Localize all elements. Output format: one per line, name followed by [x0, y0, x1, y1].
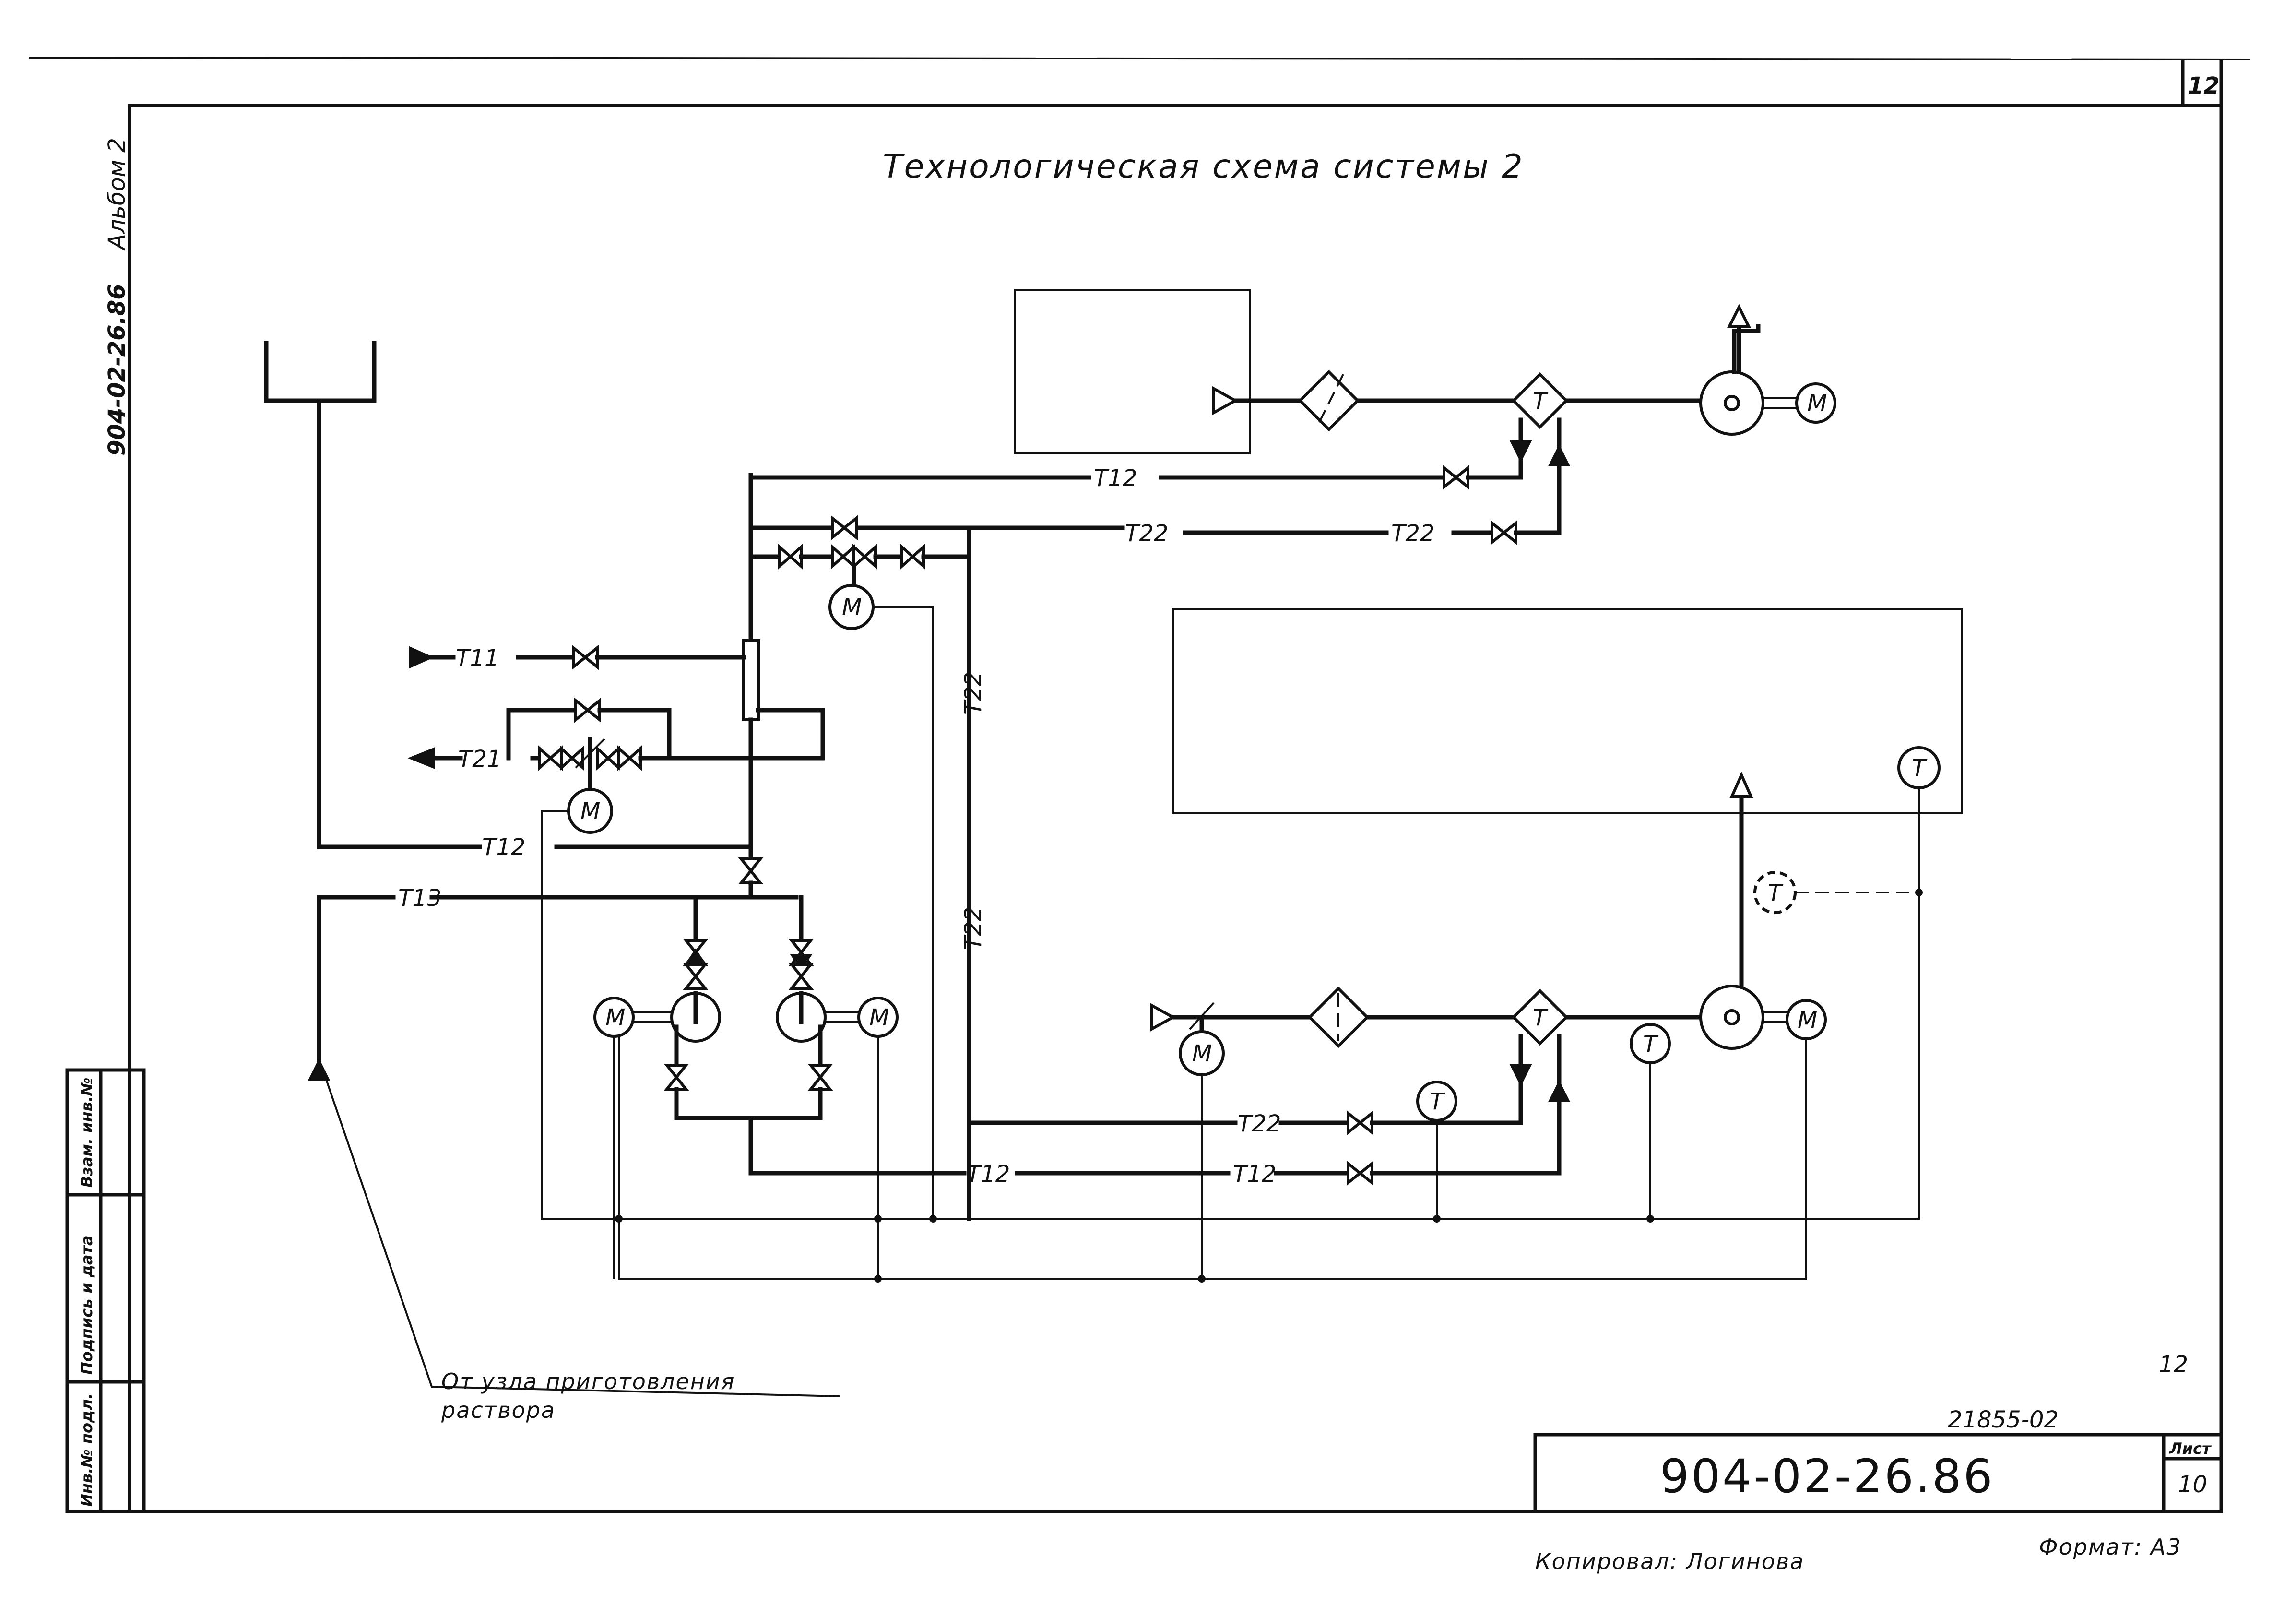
pipe-label-t12-upper: Т12: [1094, 465, 1137, 492]
source-note-line1: От узла приготовления: [441, 1368, 735, 1394]
pipe-t13: [308, 895, 804, 1081]
fan-upper: M: [1699, 304, 1836, 436]
thermometer-room: T: [933, 746, 1941, 1220]
solution-tank: [264, 341, 753, 849]
pump-left: M: [593, 939, 823, 1120]
pipe-label-t21: Т21: [458, 746, 501, 773]
fan-lower: M: [618, 771, 1827, 1280]
motor-symbol: M: [1798, 1007, 1817, 1034]
thermo-symbol: T: [1533, 1004, 1549, 1031]
pipe-label-t12-tank: Т12: [482, 834, 525, 861]
pump-right: M: [776, 939, 899, 1120]
pipe-t22-upper: [748, 444, 1571, 546]
stamp-signature-date: Подпись и дата: [78, 1235, 96, 1375]
thermo-symbol: T: [1430, 1088, 1445, 1115]
pipe-t12-upper: [748, 439, 1532, 490]
drawing-frame: [28, 57, 2250, 1513]
motor-lower-damper: M: [1179, 1015, 1225, 1279]
motor-symbol: M: [869, 1004, 889, 1031]
page-title: Технологическая схема системы 2: [883, 148, 1524, 186]
mixing-valve-upper: [748, 515, 971, 1221]
order-number: 21855-02: [1948, 1406, 2059, 1433]
album-number-rotated: 904-02-26.86: [104, 284, 130, 456]
thermometer-t22-lower: T: [1416, 1081, 1457, 1219]
air-handler-box-lower: [1172, 608, 1963, 814]
motor-symbol: M: [1192, 1040, 1212, 1067]
sheet-number-hand: 12: [2159, 1351, 2188, 1378]
pipe-label-t22-upper-a: Т22: [1125, 520, 1168, 547]
source-note: [325, 1079, 840, 1397]
pipe-label-t12-lower-a: Т12: [967, 1161, 1010, 1188]
source-note-line2: раствора: [441, 1397, 556, 1423]
main-riser: [738, 473, 764, 900]
motor-upper-valve: M: [542, 584, 934, 1220]
title-block: 904-02-26.86 Лист 10: [1533, 1433, 2223, 1513]
thermo-symbol: T: [1768, 880, 1784, 906]
stamp-code: 904-02-26.86: [1660, 1450, 1995, 1503]
upper-air-line: T: [1212, 369, 1703, 449]
format-label: Формат: А3: [2039, 1534, 2181, 1560]
pipe-t22-lower: [967, 1064, 1532, 1136]
pipe-t12-lower: [748, 1080, 1571, 1186]
thermo-symbol: T: [1533, 388, 1549, 415]
motor-t21-valve: M: [541, 788, 619, 1220]
air-handler-box-upper: [1014, 289, 1251, 454]
pipe-t21-outlet: [407, 697, 825, 794]
thermometer-supply-air: T: [1753, 871, 1919, 914]
side-stamp: Взам. инв.№ Подпись и дата Инв.№ подл.: [65, 1068, 146, 1513]
stamp-list-value: 10: [2178, 1471, 2207, 1498]
thermometer-duct: T: [1630, 1023, 1671, 1219]
pipe-label-t22-vertical-a: Т22: [960, 672, 987, 715]
motor-symbol: M: [580, 798, 600, 825]
copied-by: Копировал: Логинова: [1535, 1548, 1804, 1574]
album-label-rotated: Альбом 2: [104, 138, 130, 251]
control-wiring: [613, 889, 1923, 1283]
pipe-label-t11: Т11: [456, 645, 499, 672]
pipe-label-t22-lower: Т22: [1238, 1110, 1281, 1137]
pipe-label-t13: Т13: [398, 885, 441, 912]
motor-symbol: M: [1807, 390, 1827, 417]
stamp-inv-original: Инв.№ подл.: [78, 1393, 96, 1507]
thermo-symbol: T: [1643, 1031, 1659, 1058]
stamp-list-label: Лист: [2169, 1439, 2212, 1458]
pipe-label-t12-lower-b: Т12: [1233, 1161, 1276, 1188]
sheet-number-top: 12: [2188, 72, 2220, 99]
thermo-symbol: T: [1912, 755, 1928, 782]
motor-symbol: M: [605, 1004, 625, 1031]
stamp-inv-replace: Взам. инв.№: [78, 1078, 96, 1188]
pipe-label-t22-upper-b: Т22: [1391, 520, 1434, 547]
pipe-t11-inlet: [409, 644, 746, 670]
lower-air-line: T: [1150, 986, 1703, 1084]
motor-symbol: M: [842, 594, 862, 621]
pipe-label-t22-vertical-b: Т22: [960, 907, 987, 950]
